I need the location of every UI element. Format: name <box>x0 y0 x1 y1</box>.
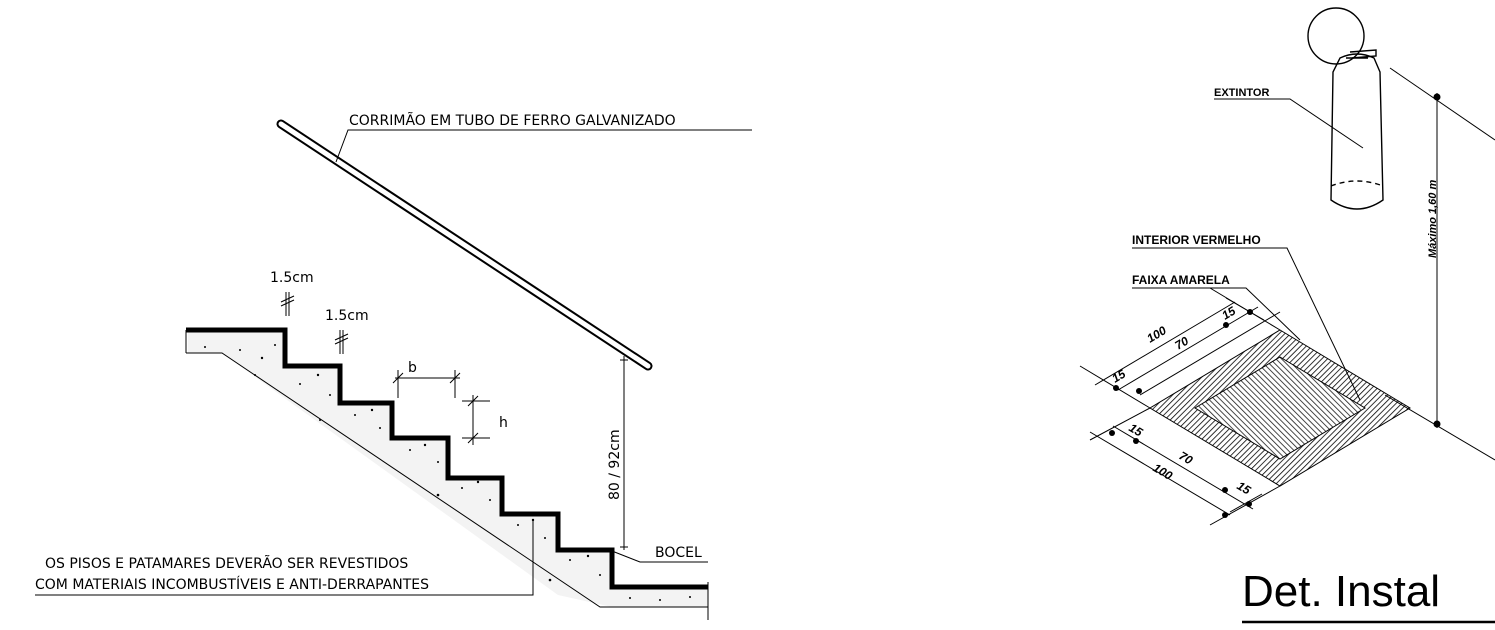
handrail-height-dimension <box>620 356 628 550</box>
dim-tick <box>1433 420 1441 428</box>
dim-tick <box>1223 322 1229 328</box>
handrail-height-label: 80 / 92cm <box>607 429 623 500</box>
dim-100-bot: 100 <box>1150 461 1175 483</box>
red-interior-hatch <box>1195 357 1365 459</box>
floor-note-line1: OS PISOS E PATAMARES DEVERÃO SER REVESTI… <box>45 555 408 572</box>
dim-tick <box>1222 487 1228 493</box>
nosing-leader <box>611 550 708 563</box>
floor-note-leader <box>35 520 534 596</box>
dim-tick <box>1113 385 1119 391</box>
floor-note-line2: COM MATERIAIS INCOMBUSTÍVEIS E ANTI-DERR… <box>35 576 429 593</box>
extinguisher-label: EXTINTOR <box>1214 87 1269 99</box>
handrail-note: CORRIMÃO EM TUBO DE FERRO GALVANIZADO <box>349 112 676 129</box>
interior-label: INTERIOR VERMELHO <box>1132 233 1261 247</box>
band-label: FAIXA AMARELA <box>1132 273 1230 287</box>
dim-70-bot: 70 <box>1176 449 1195 468</box>
gap-marker-1 <box>280 292 295 316</box>
tread-label: b <box>408 360 417 376</box>
section-title: Det. Instal <box>1242 567 1440 616</box>
dim-tick <box>1222 512 1228 518</box>
gap-label-1: 1.5cm <box>270 270 314 286</box>
handrail-tube <box>276 119 653 371</box>
dim-15-bot-a: 15 <box>1126 421 1145 440</box>
extinguisher-leader <box>1214 98 1364 149</box>
riser-label: h <box>499 415 508 431</box>
interior-leader <box>1132 247 1361 401</box>
riser-dimension <box>462 395 490 445</box>
top-dimensions <box>1079 287 1281 409</box>
dim-15-top-a: 15 <box>1109 367 1128 386</box>
dim-tick <box>1246 501 1252 507</box>
nosing-label: BOCEL <box>655 545 702 561</box>
concrete-aggregate <box>204 344 691 601</box>
stair-detail: CORRIMÃO EM TUBO DE FERRO GALVANIZADO 1.… <box>35 112 752 620</box>
dim-tick <box>1136 388 1142 394</box>
gap-marker-2 <box>334 330 349 354</box>
stair-profile <box>186 327 708 590</box>
extinguisher-detail: EXTINTOR Máximo 1,60 m INTERIOR VERMELHO… <box>1079 7 1495 526</box>
gap-label-2: 1.5cm <box>325 308 369 324</box>
dim-tick <box>1109 430 1115 436</box>
handrail-leader <box>335 129 752 163</box>
dim-15-top-b: 15 <box>1219 304 1238 323</box>
dim-70-top: 70 <box>1172 334 1191 353</box>
dim-tick <box>1433 93 1441 101</box>
dim-tick <box>1247 309 1253 315</box>
band-leader <box>1132 287 1301 341</box>
max-height-dimension <box>1384 67 1495 461</box>
dim-tick <box>1133 438 1139 444</box>
tread-dimension <box>392 370 461 398</box>
max-height-label: Máximo 1,60 m <box>1427 180 1439 258</box>
dim-100-top: 100 <box>1144 323 1169 345</box>
extinguisher-icon <box>1307 7 1384 210</box>
dim-15-bot-b: 15 <box>1234 479 1253 498</box>
slab-underside <box>186 352 708 608</box>
